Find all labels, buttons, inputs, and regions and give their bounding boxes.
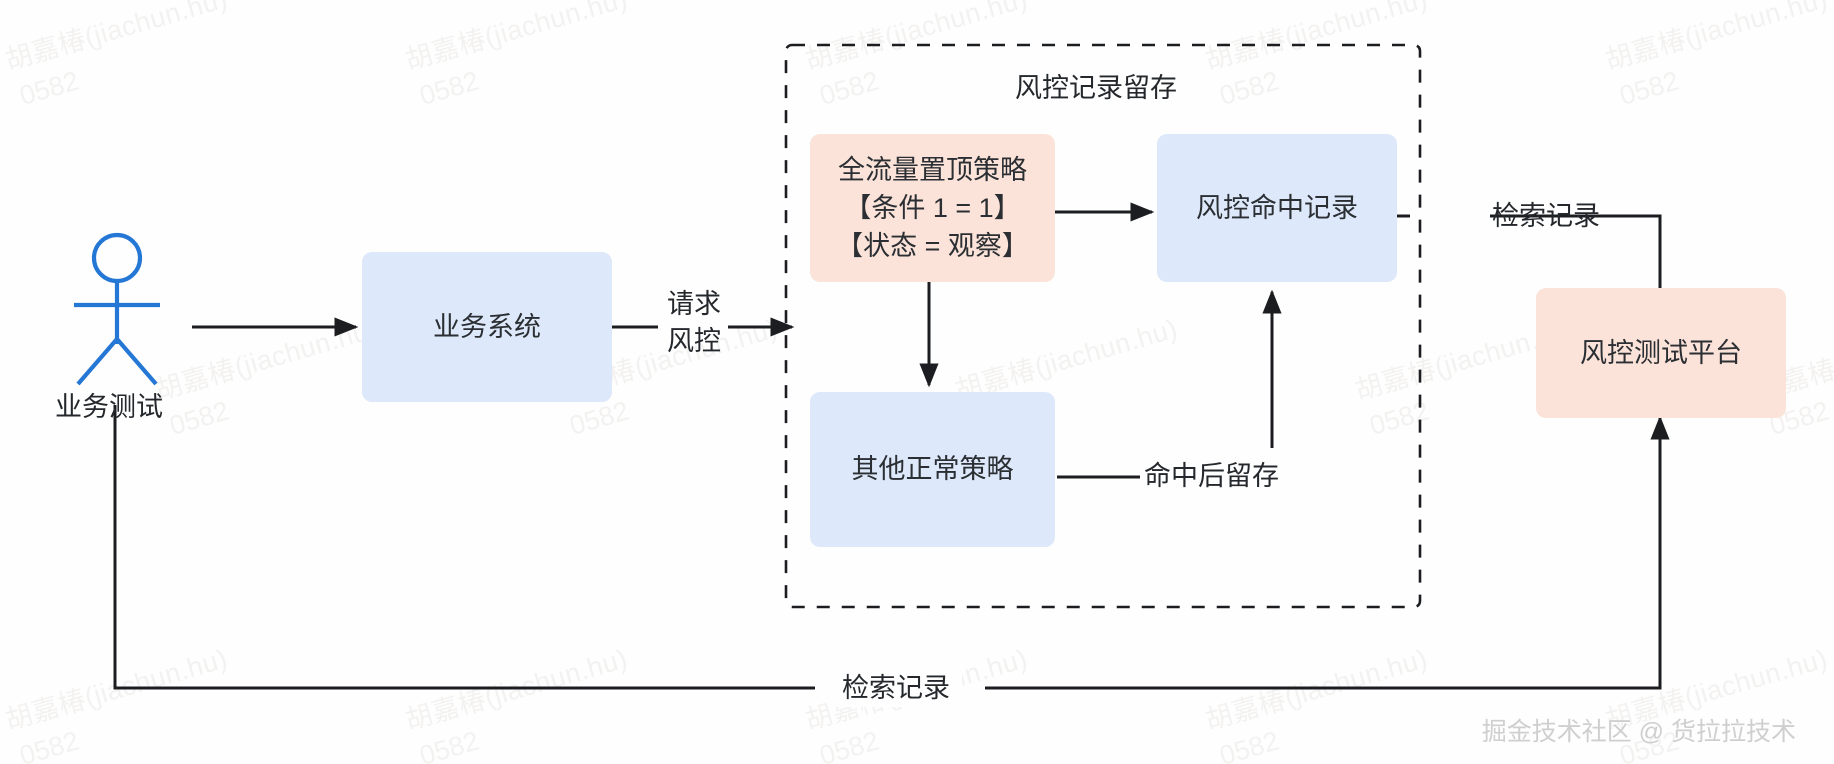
node-other-strategy-label: 其他正常策略 [851, 454, 1014, 485]
group-boundary-dashed [784, 43, 1422, 609]
edge-actor-bottom-line [113, 405, 815, 690]
group-title-risk-record-retention: 风控记录留存 [1015, 73, 1177, 103]
edge-label-retrieve-record-bottom: 检索记录 [830, 670, 962, 708]
node-business-system[interactable]: 业务系统 [362, 252, 612, 402]
node-hit-record[interactable]: 风控命中记录 [1157, 134, 1397, 282]
node-top-strategy[interactable]: 全流量置顶策略 【条件 1 = 1】 【状态 = 观察】 [810, 134, 1055, 282]
edge-label-retrieve-record-right: 检索记录 [1492, 201, 1600, 231]
node-hit-record-label: 风控命中记录 [1196, 192, 1358, 223]
edge-label-retain-after-hit: 命中后留存 [1144, 461, 1279, 491]
actor-label: 业务测试 [55, 392, 163, 422]
node-other-strategy[interactable]: 其他正常策略 [810, 392, 1055, 547]
node-risk-test-platform-label: 风控测试平台 [1580, 337, 1742, 368]
edge-platform-to-hit-record [1490, 214, 1662, 288]
edge-bottom-line-to-platform [985, 415, 1670, 690]
node-top-strategy-label: 全流量置顶策略 【条件 1 = 1】 【状态 = 观察】 [836, 154, 1029, 262]
node-business-system-label: 业务系统 [433, 311, 541, 342]
attribution-text: 掘金技术社区 @ 货拉拉技术 [1481, 718, 1796, 746]
stick-figure-actor-icon [74, 232, 160, 386]
node-risk-test-platform[interactable]: 风控测试平台 [1536, 288, 1786, 418]
edge-label-request-risk: 请求 风控 [667, 289, 721, 357]
